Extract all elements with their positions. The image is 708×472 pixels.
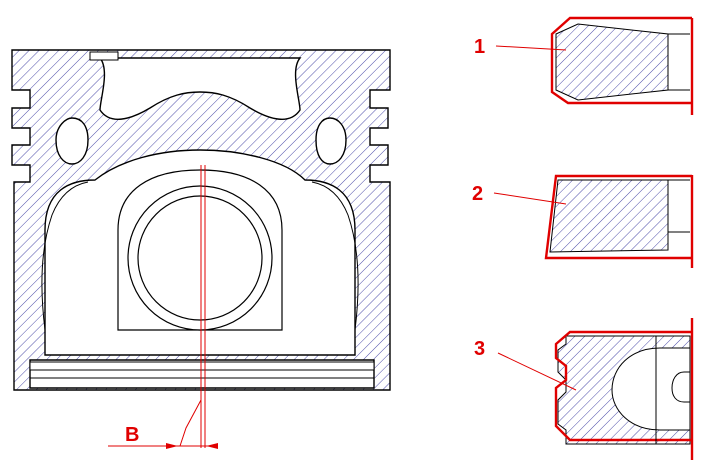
detail-1-label: 1 xyxy=(474,36,485,58)
skirt-inner-line xyxy=(41,181,89,331)
pin-bore-inner xyxy=(137,195,263,321)
detail-2-half-keystone-ring: 2 xyxy=(472,174,694,268)
detail-3-label: 3 xyxy=(474,338,485,360)
piston-section-view: B xyxy=(11,49,391,449)
dimension-b-label: B xyxy=(125,424,139,446)
detail-2-label: 2 xyxy=(472,183,483,205)
detail-1-keystone-ring: 1 xyxy=(474,16,694,115)
detail-3-oil-ring-groove: 3 xyxy=(474,318,694,460)
dimension-b: B xyxy=(108,399,218,449)
piston-body xyxy=(11,49,391,391)
